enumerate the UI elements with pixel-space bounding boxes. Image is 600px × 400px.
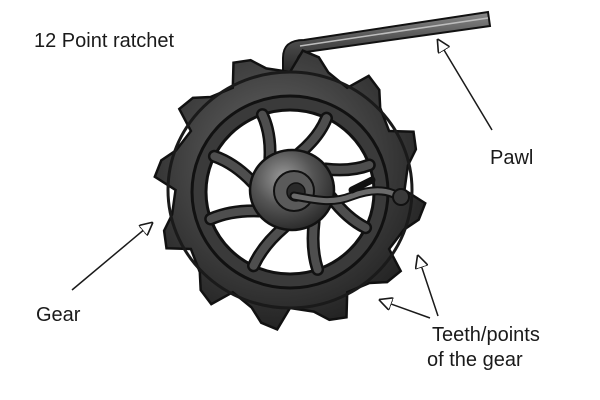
gear-spoke: [249, 223, 289, 270]
teeth-label-line1: Teeth/points: [432, 324, 540, 346]
gear-spoke: [321, 161, 374, 174]
annotation-arrows: [71, 40, 493, 319]
teeth-arrow-upper: [418, 256, 439, 317]
gear-spoke: [258, 110, 275, 163]
pawl-arrow: [438, 40, 493, 131]
gear-arrow: [71, 223, 152, 291]
crank-arm: [289, 176, 410, 206]
gear-spoke: [206, 206, 263, 223]
teeth-arrow-lower: [380, 300, 431, 319]
gear-label: Gear: [36, 304, 81, 326]
teeth-label-line2: of the gear: [427, 349, 523, 371]
pawl-label: Pawl: [490, 147, 534, 169]
gear-spoke: [309, 217, 322, 274]
gear-spoke: [210, 152, 257, 187]
diagram-title: 12 Point ratchet: [34, 30, 175, 52]
